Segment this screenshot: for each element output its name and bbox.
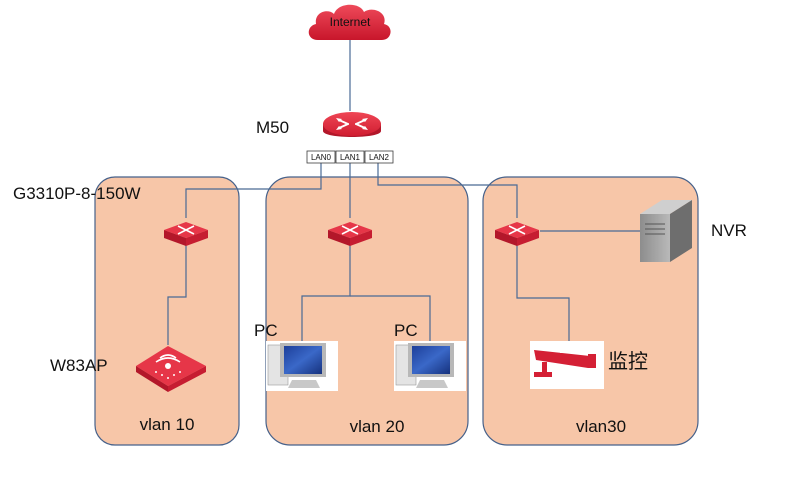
- cloud-icon: Internet: [308, 4, 391, 40]
- port-lan2: LAN2: [369, 153, 390, 162]
- vlan10-label: vlan 10: [140, 415, 195, 434]
- lan0-link: [185, 163, 322, 218]
- switch-icon: [495, 222, 539, 246]
- port-lan1-box: [335, 150, 365, 164]
- vlan30-label: vlan30: [576, 417, 626, 436]
- port-lan2-box: [364, 150, 394, 164]
- vlan20-region: [265, 176, 469, 446]
- core-switch-name: G3310P-8-150W: [13, 184, 141, 203]
- pc-label-2: PC: [394, 321, 418, 340]
- switch2-pc2-link: [350, 295, 431, 345]
- monitor-icon: [266, 341, 338, 391]
- pc-label-1: PC: [254, 321, 278, 340]
- port-lan0: LAN0: [311, 153, 332, 162]
- switch2-pc-link: [301, 244, 351, 345]
- nvr-label: NVR: [711, 221, 747, 240]
- security-camera-icon: [530, 341, 604, 389]
- switch-icon: [328, 222, 372, 246]
- port-lan1: LAN1: [340, 153, 361, 162]
- router-name: M50: [256, 118, 289, 137]
- vlan20-label: vlan 20: [350, 417, 405, 436]
- switch1-ap-link: [167, 244, 187, 345]
- router-ports: LAN0 LAN1 LAN2: [306, 150, 394, 164]
- server-icon: [640, 200, 692, 262]
- vlan10-region: [94, 176, 240, 446]
- ap-name: W83AP: [50, 356, 108, 375]
- port-lan0-box: [306, 150, 336, 164]
- lan2-link: [377, 163, 518, 218]
- access-point-icon: [136, 346, 206, 392]
- camera-label: 监控: [608, 350, 648, 373]
- router-icon: [323, 112, 381, 137]
- links: [167, 40, 640, 345]
- switch-icon: [164, 222, 208, 246]
- switch3-camera-link: [516, 244, 570, 345]
- monitor-icon: [394, 341, 466, 391]
- internet-label: Internet: [330, 15, 371, 29]
